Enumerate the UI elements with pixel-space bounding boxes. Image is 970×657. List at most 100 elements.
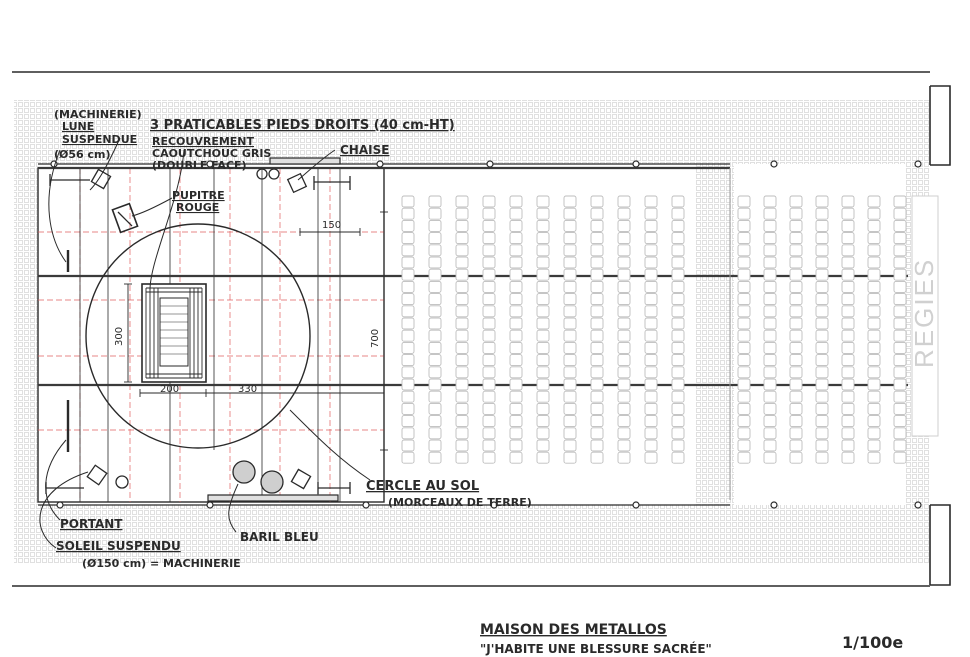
seat	[509, 366, 523, 379]
seat	[509, 341, 523, 354]
seat	[617, 195, 631, 208]
seat	[455, 195, 469, 208]
seat	[590, 280, 604, 293]
seat	[789, 280, 803, 293]
seat	[401, 439, 415, 452]
seat	[536, 451, 550, 464]
seat	[893, 439, 907, 452]
seat	[841, 268, 855, 281]
seat	[455, 354, 469, 367]
seat	[763, 415, 777, 428]
seat	[815, 317, 829, 330]
seat	[482, 232, 496, 245]
seat	[509, 232, 523, 245]
seat	[617, 451, 631, 464]
seat	[455, 451, 469, 464]
seat	[401, 305, 415, 318]
seat	[428, 195, 442, 208]
seat	[401, 451, 415, 464]
seat	[893, 329, 907, 342]
seat	[789, 317, 803, 330]
seat	[563, 195, 577, 208]
seat	[893, 305, 907, 318]
seat	[815, 232, 829, 245]
seat	[563, 390, 577, 403]
seat	[482, 451, 496, 464]
seat	[617, 341, 631, 354]
praticables-label: 3 PRATICABLES PIEDS DROITS (40 cm-HT)	[150, 118, 455, 133]
seat	[401, 280, 415, 293]
seat	[563, 280, 577, 293]
seat	[841, 354, 855, 367]
seat	[590, 244, 604, 257]
seat	[789, 427, 803, 440]
seat	[428, 439, 442, 452]
seat	[401, 390, 415, 403]
dotted-floor-grid	[14, 100, 930, 563]
seat	[867, 402, 881, 415]
seat	[455, 305, 469, 318]
central-platform	[141, 283, 207, 383]
lune-label-4: (Ø56 cm)	[54, 148, 111, 161]
seat	[482, 378, 496, 391]
seat	[763, 341, 777, 354]
seat	[763, 317, 777, 330]
seat	[536, 329, 550, 342]
seat	[763, 268, 777, 281]
seat	[867, 451, 881, 464]
seat	[428, 451, 442, 464]
seat	[428, 317, 442, 330]
seat	[815, 378, 829, 391]
seat	[401, 268, 415, 281]
lune-label-1: (MACHINERIE)	[54, 108, 142, 121]
seat	[815, 293, 829, 306]
portant-label: PORTANT	[60, 517, 123, 531]
seat	[867, 415, 881, 428]
seat	[536, 268, 550, 281]
seat	[509, 293, 523, 306]
seat	[617, 317, 631, 330]
seat	[737, 451, 751, 464]
seat	[789, 415, 803, 428]
seat	[763, 439, 777, 452]
seat	[815, 256, 829, 269]
seat	[763, 451, 777, 464]
seat	[893, 354, 907, 367]
seat	[737, 427, 751, 440]
seat	[617, 439, 631, 452]
recouvrement-label-2: CAOUTCHOUC GRIS	[152, 147, 271, 160]
seat	[482, 341, 496, 354]
seat	[428, 402, 442, 415]
seat	[671, 244, 685, 257]
seat	[509, 378, 523, 391]
seat	[789, 244, 803, 257]
seat	[867, 280, 881, 293]
seat	[509, 354, 523, 367]
rails	[38, 157, 922, 509]
seat	[563, 366, 577, 379]
seat	[763, 219, 777, 232]
seat	[893, 219, 907, 232]
seat	[671, 439, 685, 452]
seat	[644, 232, 658, 245]
seat	[455, 293, 469, 306]
seat	[482, 366, 496, 379]
seat	[428, 219, 442, 232]
seat	[737, 439, 751, 452]
seat	[737, 280, 751, 293]
seat	[893, 427, 907, 440]
seat	[893, 390, 907, 403]
seat	[893, 402, 907, 415]
seat	[401, 341, 415, 354]
seat	[671, 268, 685, 281]
seat	[536, 219, 550, 232]
seat	[401, 293, 415, 306]
seat	[563, 439, 577, 452]
seat	[893, 378, 907, 391]
seat	[455, 390, 469, 403]
seat	[815, 439, 829, 452]
seat	[841, 232, 855, 245]
seat	[789, 268, 803, 281]
seat	[893, 195, 907, 208]
seat	[455, 341, 469, 354]
